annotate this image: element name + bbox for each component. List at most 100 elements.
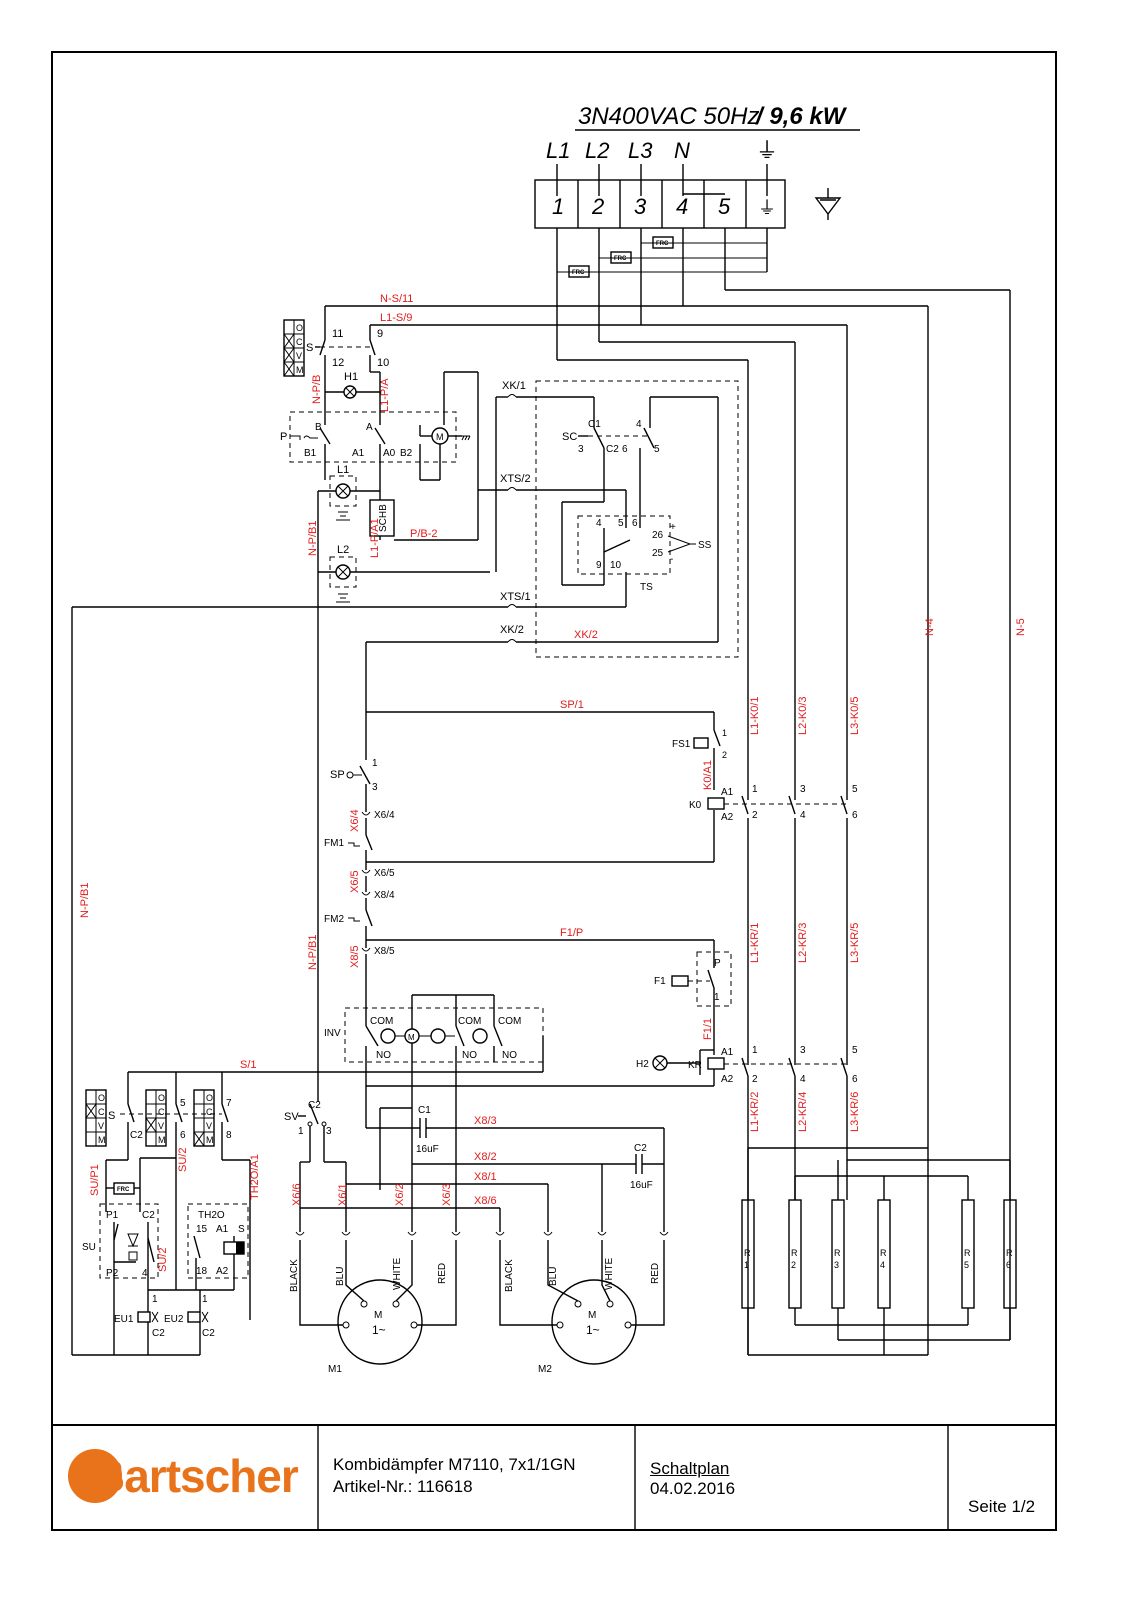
svg-text:C2: C2 — [606, 444, 619, 455]
svg-text:6: 6 — [632, 518, 638, 529]
left-section: S/1 N-P/B1 O C V M O C V M O C V M S — [71, 607, 543, 1356]
title-block: Bartscher Kombidämpfer M7110, 7x1/1GN Ar… — [52, 1425, 1056, 1530]
svg-text:C: C — [158, 1107, 165, 1117]
svg-text:SC: SC — [562, 431, 577, 443]
svg-text:1: 1 — [752, 1045, 758, 1056]
svg-text:X6/2: X6/2 — [394, 1183, 406, 1206]
svg-text:M: M — [206, 1135, 214, 1145]
svg-text:9: 9 — [596, 560, 602, 571]
svg-text:1: 1 — [752, 784, 758, 795]
inverter-box: INV COM NO M COM NO COM NO — [324, 994, 544, 1190]
svg-text:2: 2 — [752, 1074, 758, 1085]
svg-text:BLU: BLU — [548, 1267, 559, 1286]
svg-text:XK/2: XK/2 — [574, 629, 598, 641]
svg-text:1: 1 — [298, 1126, 304, 1137]
svg-text:16uF: 16uF — [416, 1144, 439, 1155]
heating-resistors: R1 R2 R3 R4 R5 R6 — [741, 1147, 1017, 1356]
svg-text:R: R — [791, 1248, 798, 1258]
svg-text:P2: P2 — [106, 1268, 119, 1279]
svg-text:1: 1 — [714, 992, 720, 1003]
svg-text:X8/6: X8/6 — [474, 1195, 497, 1207]
svg-text:X8/4: X8/4 — [374, 890, 395, 901]
svg-text:4: 4 — [636, 419, 642, 430]
svg-text:A0: A0 — [383, 448, 396, 459]
svg-text:3: 3 — [834, 1260, 839, 1270]
svg-text:FRC: FRC — [117, 1187, 130, 1193]
svg-text:L1-KR/2: L1-KR/2 — [749, 1092, 761, 1132]
svg-text:EU2: EU2 — [164, 1314, 184, 1325]
svg-text:TS: TS — [640, 582, 653, 593]
phase-earth: ⏚ — [756, 138, 778, 163]
svg-text:C: C — [296, 337, 303, 347]
svg-text:3: 3 — [372, 782, 378, 793]
svg-text:M: M — [98, 1135, 106, 1145]
svg-text:X6/6: X6/6 — [291, 1183, 303, 1206]
svg-text:5: 5 — [852, 784, 858, 795]
svg-text:X6/5: X6/5 — [349, 870, 361, 893]
svg-text:A2: A2 — [721, 1074, 734, 1085]
svg-text:R: R — [834, 1248, 841, 1258]
svg-text:M: M — [436, 432, 444, 442]
svg-text:BLU: BLU — [335, 1267, 346, 1286]
svg-text:4: 4 — [800, 810, 806, 821]
svg-text:SP: SP — [330, 769, 345, 781]
svg-text:K0: K0 — [689, 800, 702, 811]
svg-text:25: 25 — [652, 548, 664, 559]
svg-text:FRC: FRC — [656, 241, 669, 247]
svg-text:5: 5 — [618, 518, 624, 529]
frc-filters: FRC FRC FRC — [556, 228, 768, 360]
svg-text:FRC: FRC — [572, 270, 585, 276]
article-number: Artikel-Nr.: 116618 — [333, 1477, 473, 1496]
label-l3k05: L3-K0/5 — [849, 696, 861, 735]
resistor-r2: R2 — [788, 1199, 802, 1309]
svg-text:FM2: FM2 — [324, 914, 344, 925]
svg-text:A1: A1 — [721, 787, 734, 798]
svg-text:L1-P/A: L1-P/A — [379, 378, 391, 412]
svg-text:C: C — [206, 1107, 213, 1117]
svg-text:1: 1 — [372, 758, 378, 769]
phase-l1: L1 — [546, 138, 570, 163]
svg-text:SV: SV — [284, 1111, 299, 1123]
selector-switch-s-top: O C V M S 11 12 9 10 — [283, 319, 389, 377]
phase-l2: L2 — [585, 138, 609, 163]
supply-rating: 3N400VAC 50Hz — [578, 103, 759, 130]
controller-box: XK/1 XTS/2 XTS/1 XK/2 XK/2 SC C1 3 C2 6 … — [72, 380, 739, 658]
svg-text:L3-KR/6: L3-KR/6 — [849, 1092, 861, 1132]
terminal-2: 2 — [591, 194, 604, 219]
svg-text:4: 4 — [800, 1074, 806, 1085]
svg-text:4: 4 — [142, 1268, 148, 1279]
svg-text:6: 6 — [852, 810, 858, 821]
document-date: 04.02.2016 — [650, 1479, 736, 1498]
svg-text:M1: M1 — [328, 1364, 342, 1375]
svg-text:INV: INV — [324, 1028, 341, 1039]
svg-text:M2: M2 — [538, 1364, 552, 1375]
svg-text:BLACK: BLACK — [289, 1259, 300, 1292]
terminal-4: 4 — [676, 194, 688, 219]
svg-text:3: 3 — [578, 444, 584, 455]
svg-text:FRC: FRC — [614, 256, 627, 262]
svg-text:1: 1 — [202, 1294, 208, 1305]
svg-text:P1: P1 — [106, 1210, 119, 1221]
svg-text:1: 1 — [152, 1294, 158, 1305]
svg-text:15: 15 — [196, 1224, 208, 1235]
phase-l3: L3 — [628, 138, 653, 163]
supply-power: / 9,6 kW — [755, 103, 848, 130]
brand-logo: Bartscher — [68, 1441, 318, 1511]
svg-text:C: C — [98, 1107, 105, 1117]
svg-text:1~: 1~ — [586, 1323, 600, 1337]
control-chain: SP/1 FS1 1 2 K0/A1 K0 A1 A2 1 3 5 2 4 6 … — [307, 642, 858, 1008]
svg-text:4: 4 — [596, 518, 602, 529]
svg-text:COM: COM — [458, 1016, 481, 1027]
svg-text:P/B-2: P/B-2 — [410, 528, 438, 540]
svg-text:2: 2 — [791, 1260, 796, 1270]
svg-text:NO: NO — [462, 1050, 477, 1061]
svg-text:M: M — [408, 1033, 415, 1042]
svg-text:1: 1 — [744, 1260, 749, 1270]
svg-text:BLACK: BLACK — [504, 1259, 515, 1292]
svg-text:SS: SS — [698, 540, 712, 551]
svg-text:C1: C1 — [588, 419, 601, 430]
svg-text:SCHB: SCHB — [378, 504, 389, 532]
svg-text:TH2O: TH2O — [198, 1210, 225, 1221]
svg-text:5: 5 — [654, 444, 660, 455]
